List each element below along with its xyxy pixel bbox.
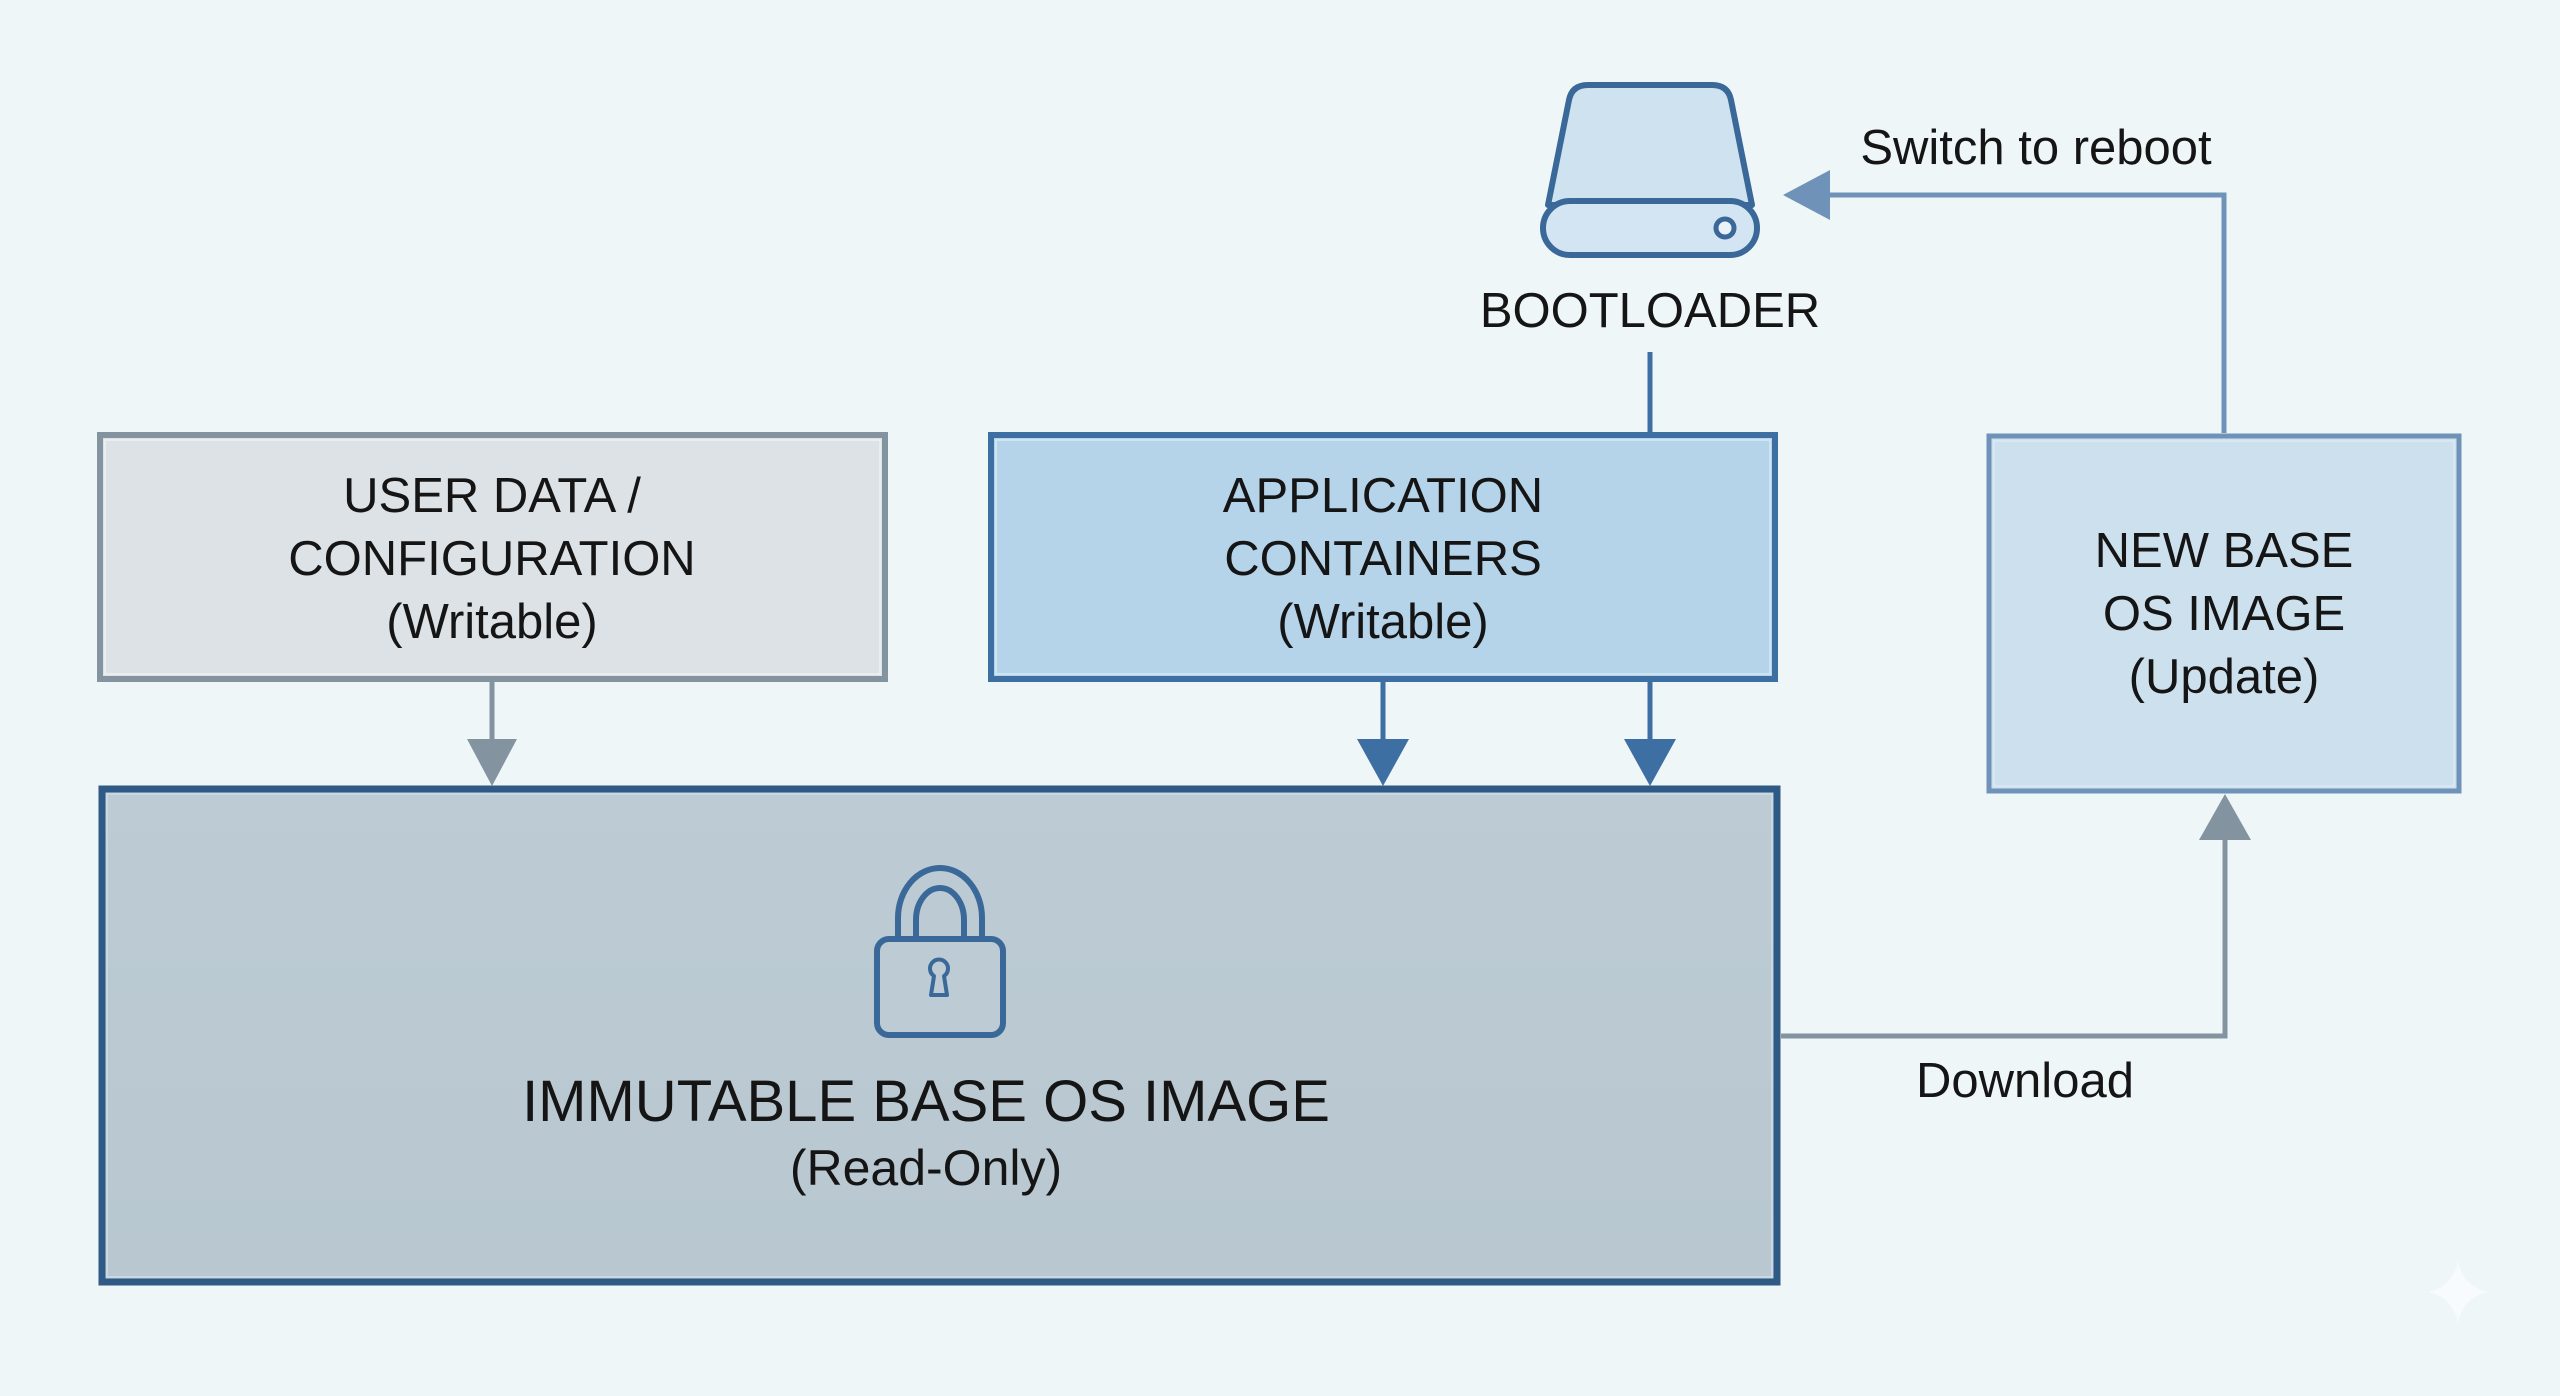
new-base-label-line3: (Update) [2129, 650, 2320, 704]
app-containers-label-line2: CONTAINERS [1224, 532, 1542, 586]
bootloader-node[interactable]: BOOTLOADER [1480, 82, 1820, 338]
user-data-node[interactable]: USER DATA / CONFIGURATION (Writable) [97, 432, 888, 682]
new-base-label-line1: NEW BASE [2095, 524, 2354, 578]
arrow-bootloader-to-base [1624, 682, 1676, 786]
user-data-box [97, 432, 888, 682]
user-data-box-inner-highlight [104, 439, 881, 675]
lock-icon [874, 865, 1006, 1038]
immutable-base-node[interactable]: IMMUTABLE BASE OS IMAGE (Read-Only) [98, 785, 1781, 1286]
new-base-box-inner-highlight [1993, 440, 2455, 787]
arrow-app-containers-to-base [1357, 682, 1409, 786]
arrow-user-data-to-base [467, 682, 517, 786]
app-containers-label-line1: APPLICATION [1223, 469, 1543, 523]
arrowhead-left-icon [1783, 170, 1830, 220]
user-data-label-line1: USER DATA / [343, 469, 641, 523]
sparkle-icon [2428, 1260, 2488, 1324]
app-containers-node[interactable]: APPLICATION CONTAINERS (Writable) [988, 432, 1778, 682]
bootloader-label: BOOTLOADER [1480, 284, 1820, 338]
arrow-new-base-to-bootloader [1783, 170, 2227, 433]
app-containers-box [988, 432, 1778, 682]
new-base-label-line2: OS IMAGE [2103, 587, 2345, 641]
arrowhead-up-icon [2199, 794, 2251, 840]
immutable-base-box-inner-highlight [106, 793, 1773, 1278]
arrowhead-down-icon [1624, 739, 1676, 786]
immutable-base-title: IMMUTABLE BASE OS IMAGE [522, 1069, 1330, 1134]
new-base-box [1986, 433, 2462, 794]
user-data-label-line2: CONFIGURATION [288, 532, 695, 586]
app-containers-box-inner-highlight [995, 439, 1771, 675]
arrowhead-down-icon [1357, 739, 1409, 786]
new-base-node[interactable]: NEW BASE OS IMAGE (Update) [1986, 433, 2462, 794]
switch-to-reboot-label: Switch to reboot [1860, 121, 2212, 175]
arrowhead-down-icon [467, 739, 517, 786]
arrow-download-to-new-base [1781, 794, 2251, 1039]
immutable-base-subtitle: (Read-Only) [790, 1140, 1062, 1196]
hard-drive-icon [1540, 82, 1760, 258]
app-containers-label-line3: (Writable) [1277, 595, 1488, 649]
user-data-label-line3: (Writable) [386, 595, 597, 649]
download-label: Download [1916, 1054, 2134, 1108]
